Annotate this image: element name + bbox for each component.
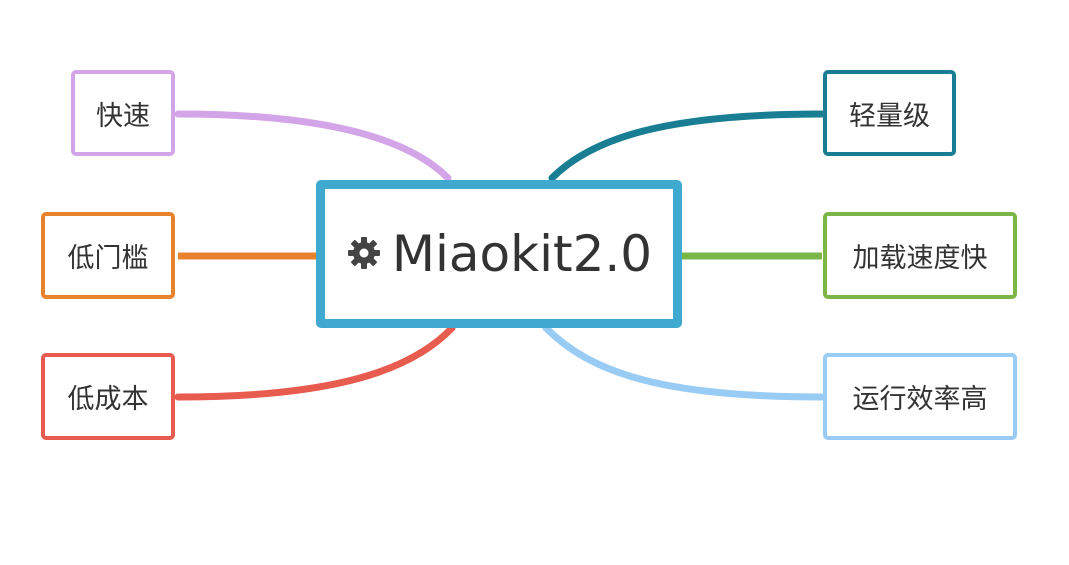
branch-node-efficient[interactable]: 运行效率高	[823, 353, 1017, 440]
connector-low-cost	[174, 324, 456, 401]
connector-fast	[174, 110, 452, 182]
branch-node-low-cost[interactable]: 低成本	[41, 353, 175, 440]
branch-label: 快速	[96, 100, 150, 132]
central-topic[interactable]: Miaokit2.0	[316, 180, 682, 328]
branch-label: 运行效率高	[852, 384, 988, 415]
branch-label: 加载速度快	[852, 243, 988, 274]
branch-node-low-barrier[interactable]: 低门槛	[41, 212, 175, 299]
branch-label: 轻量级	[849, 100, 930, 132]
central-topic-label: Miaokit2.0	[391, 225, 653, 283]
branch-node-lightweight[interactable]: 轻量级	[823, 70, 956, 156]
connector-efficient	[542, 324, 826, 401]
branch-label: 低门槛	[67, 243, 149, 274]
branch-node-fast[interactable]: 快速	[71, 70, 175, 156]
branch-label: 低成本	[67, 384, 149, 415]
gear-icon	[347, 237, 380, 269]
connector-lightweight	[548, 110, 826, 182]
branch-node-fast-loading[interactable]: 加载速度快	[823, 212, 1017, 299]
